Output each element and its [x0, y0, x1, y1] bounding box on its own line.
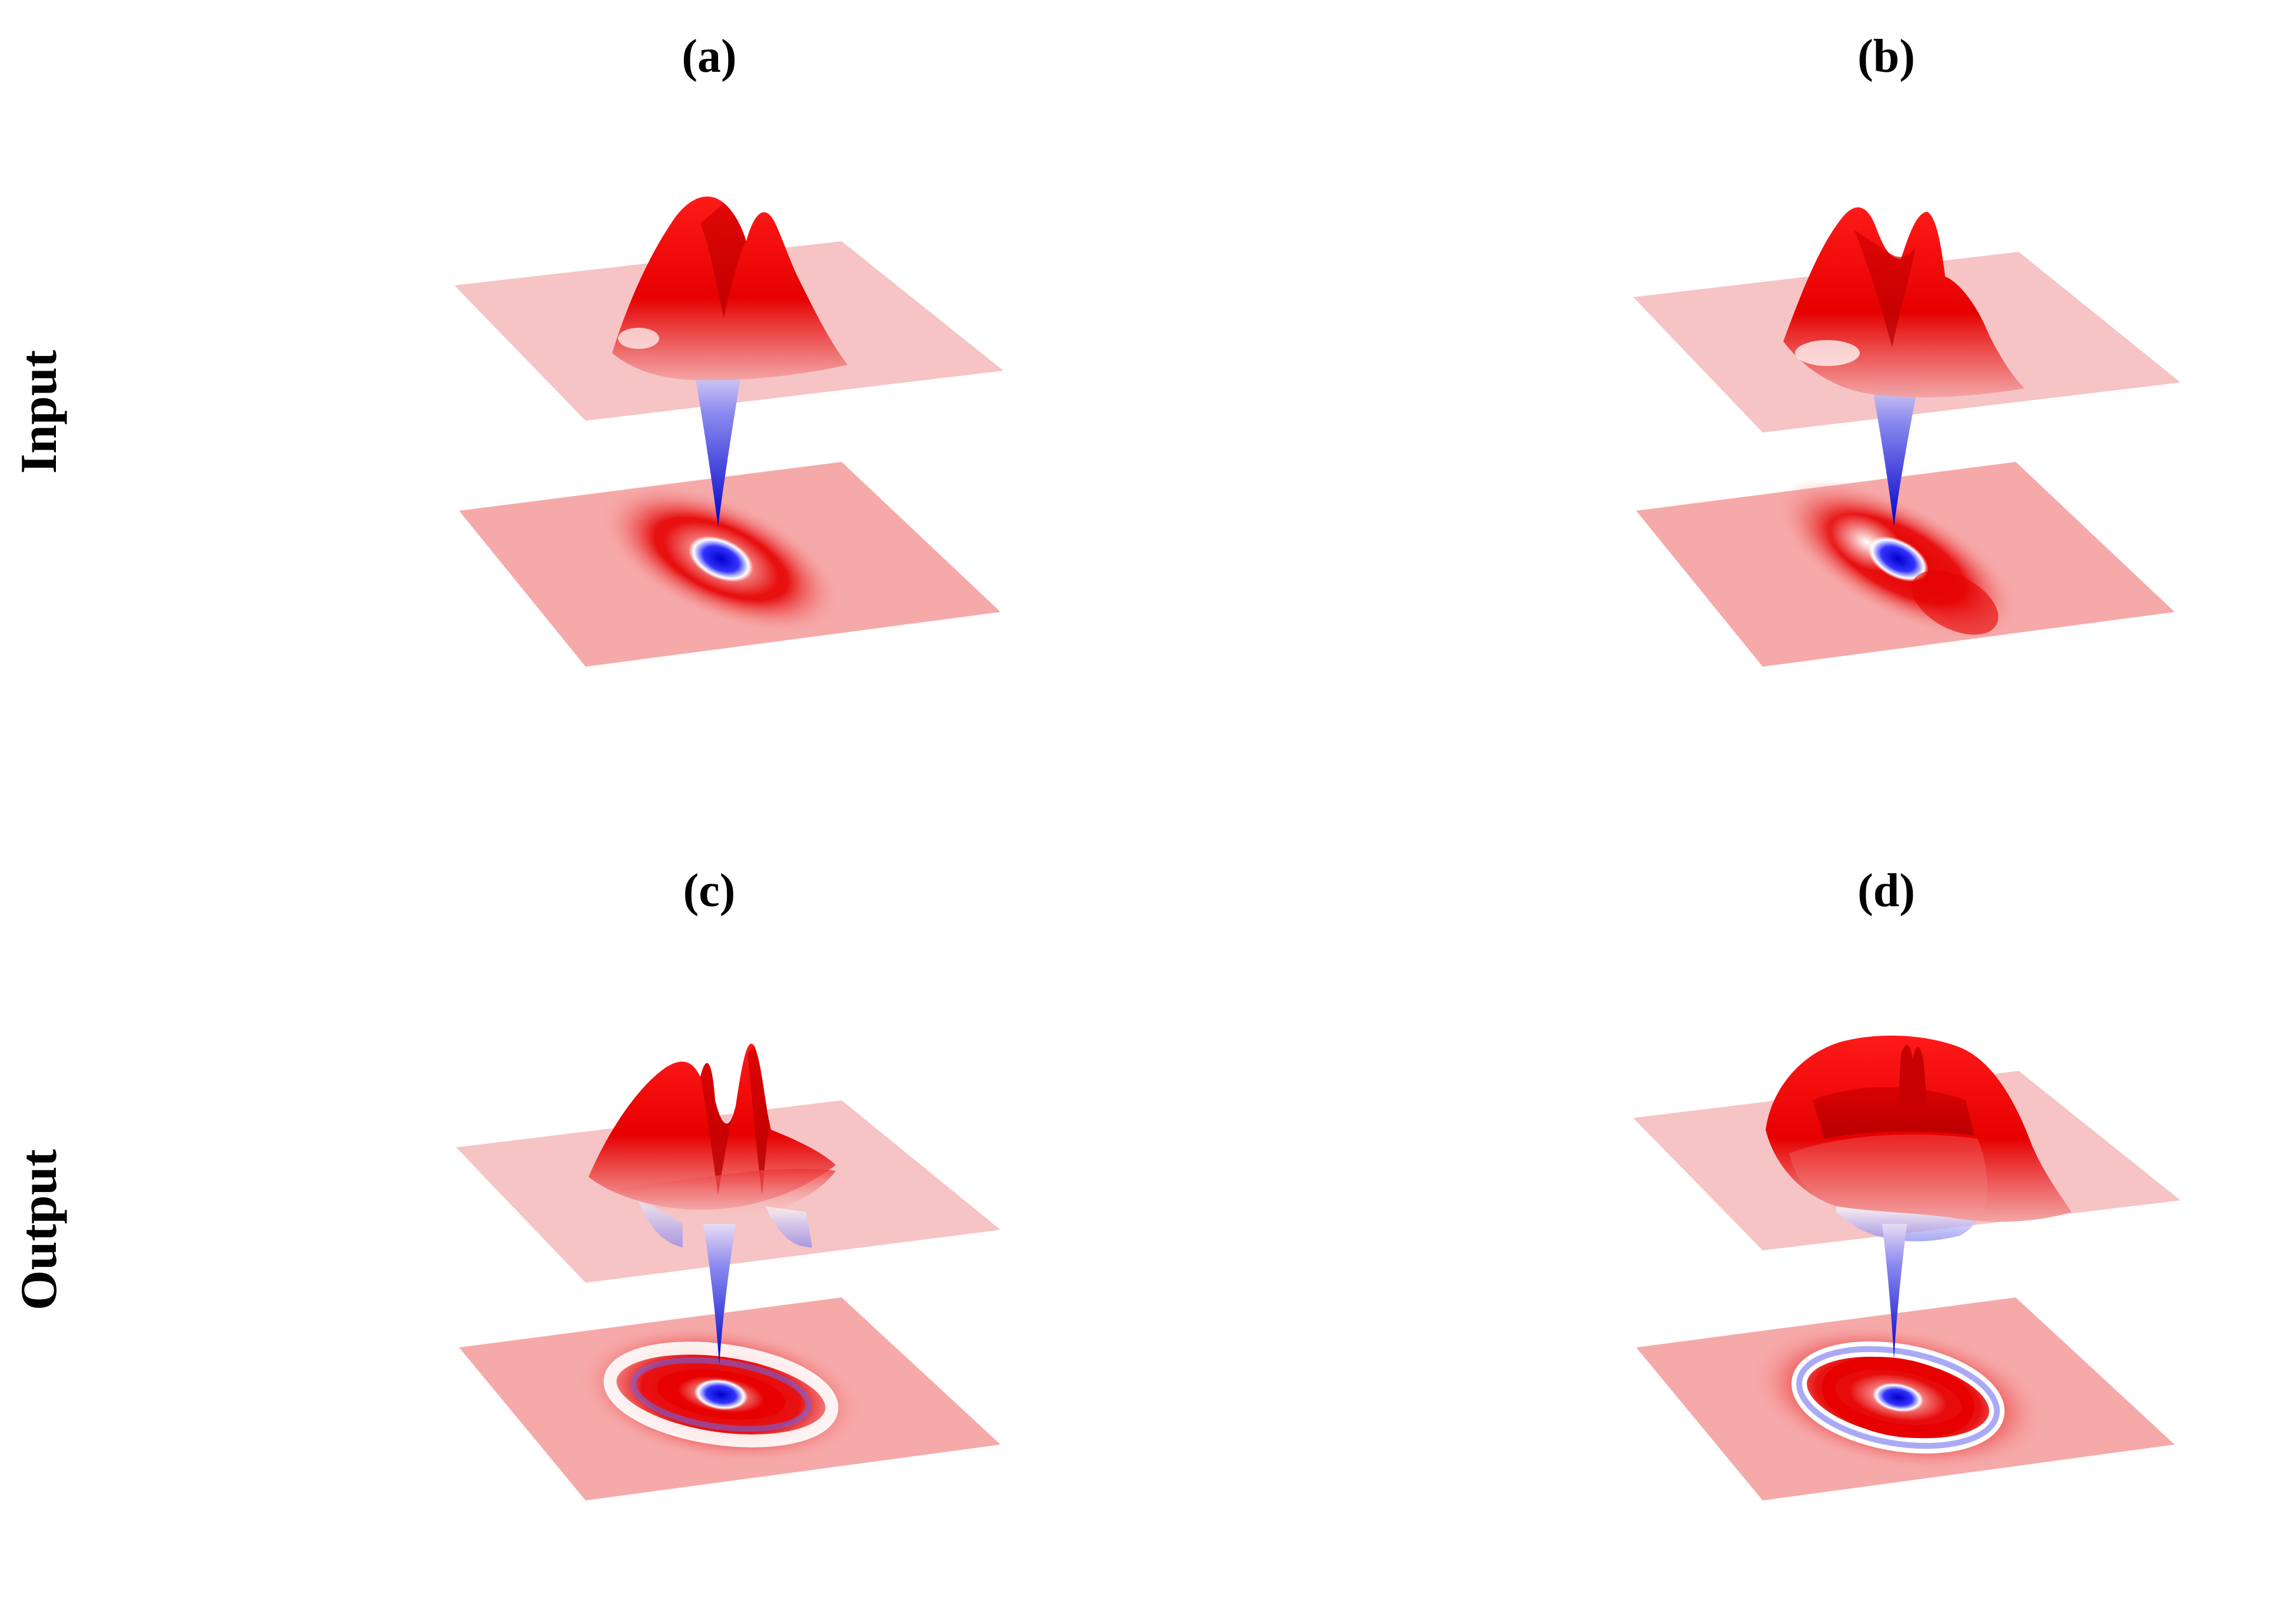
contour-map: [600, 484, 842, 634]
crater-wall: [1813, 1087, 1975, 1139]
contour-map: [577, 1325, 865, 1465]
panel-label-b: (b): [1857, 31, 1915, 82]
contour-map: [1776, 478, 2020, 640]
panel-label-a: (a): [682, 31, 736, 82]
panel-label-c: (c): [683, 865, 736, 917]
peak-fold: [747, 1046, 771, 1194]
negative-funnel: [1870, 377, 1920, 527]
panel-a: [454, 196, 1003, 667]
crater-spike: [1898, 1045, 1927, 1106]
negative-funnel: [693, 365, 743, 527]
row-label-output: Output: [11, 1149, 68, 1310]
front-ridge: [1789, 1134, 1988, 1216]
panel-b: [1633, 207, 2181, 667]
panel-c: [456, 1043, 1001, 1500]
negative-funnel: [703, 1224, 736, 1365]
row-label-input: Input: [11, 350, 68, 474]
peak-shadow: [1795, 340, 1860, 366]
panel-d: [1633, 1035, 2181, 1500]
negative-funnel: [1882, 1224, 1907, 1359]
peak-fold: [1854, 229, 1916, 347]
peak-fold: [700, 1063, 736, 1194]
negative-skirt: [765, 1206, 812, 1247]
negative-skirt: [636, 1194, 683, 1247]
peak-shadow: [618, 328, 659, 349]
panel-label-d: (d): [1857, 865, 1915, 917]
front-ridge: [618, 1169, 836, 1219]
peak-fold: [700, 203, 746, 318]
contour-map: [1750, 1323, 2046, 1472]
